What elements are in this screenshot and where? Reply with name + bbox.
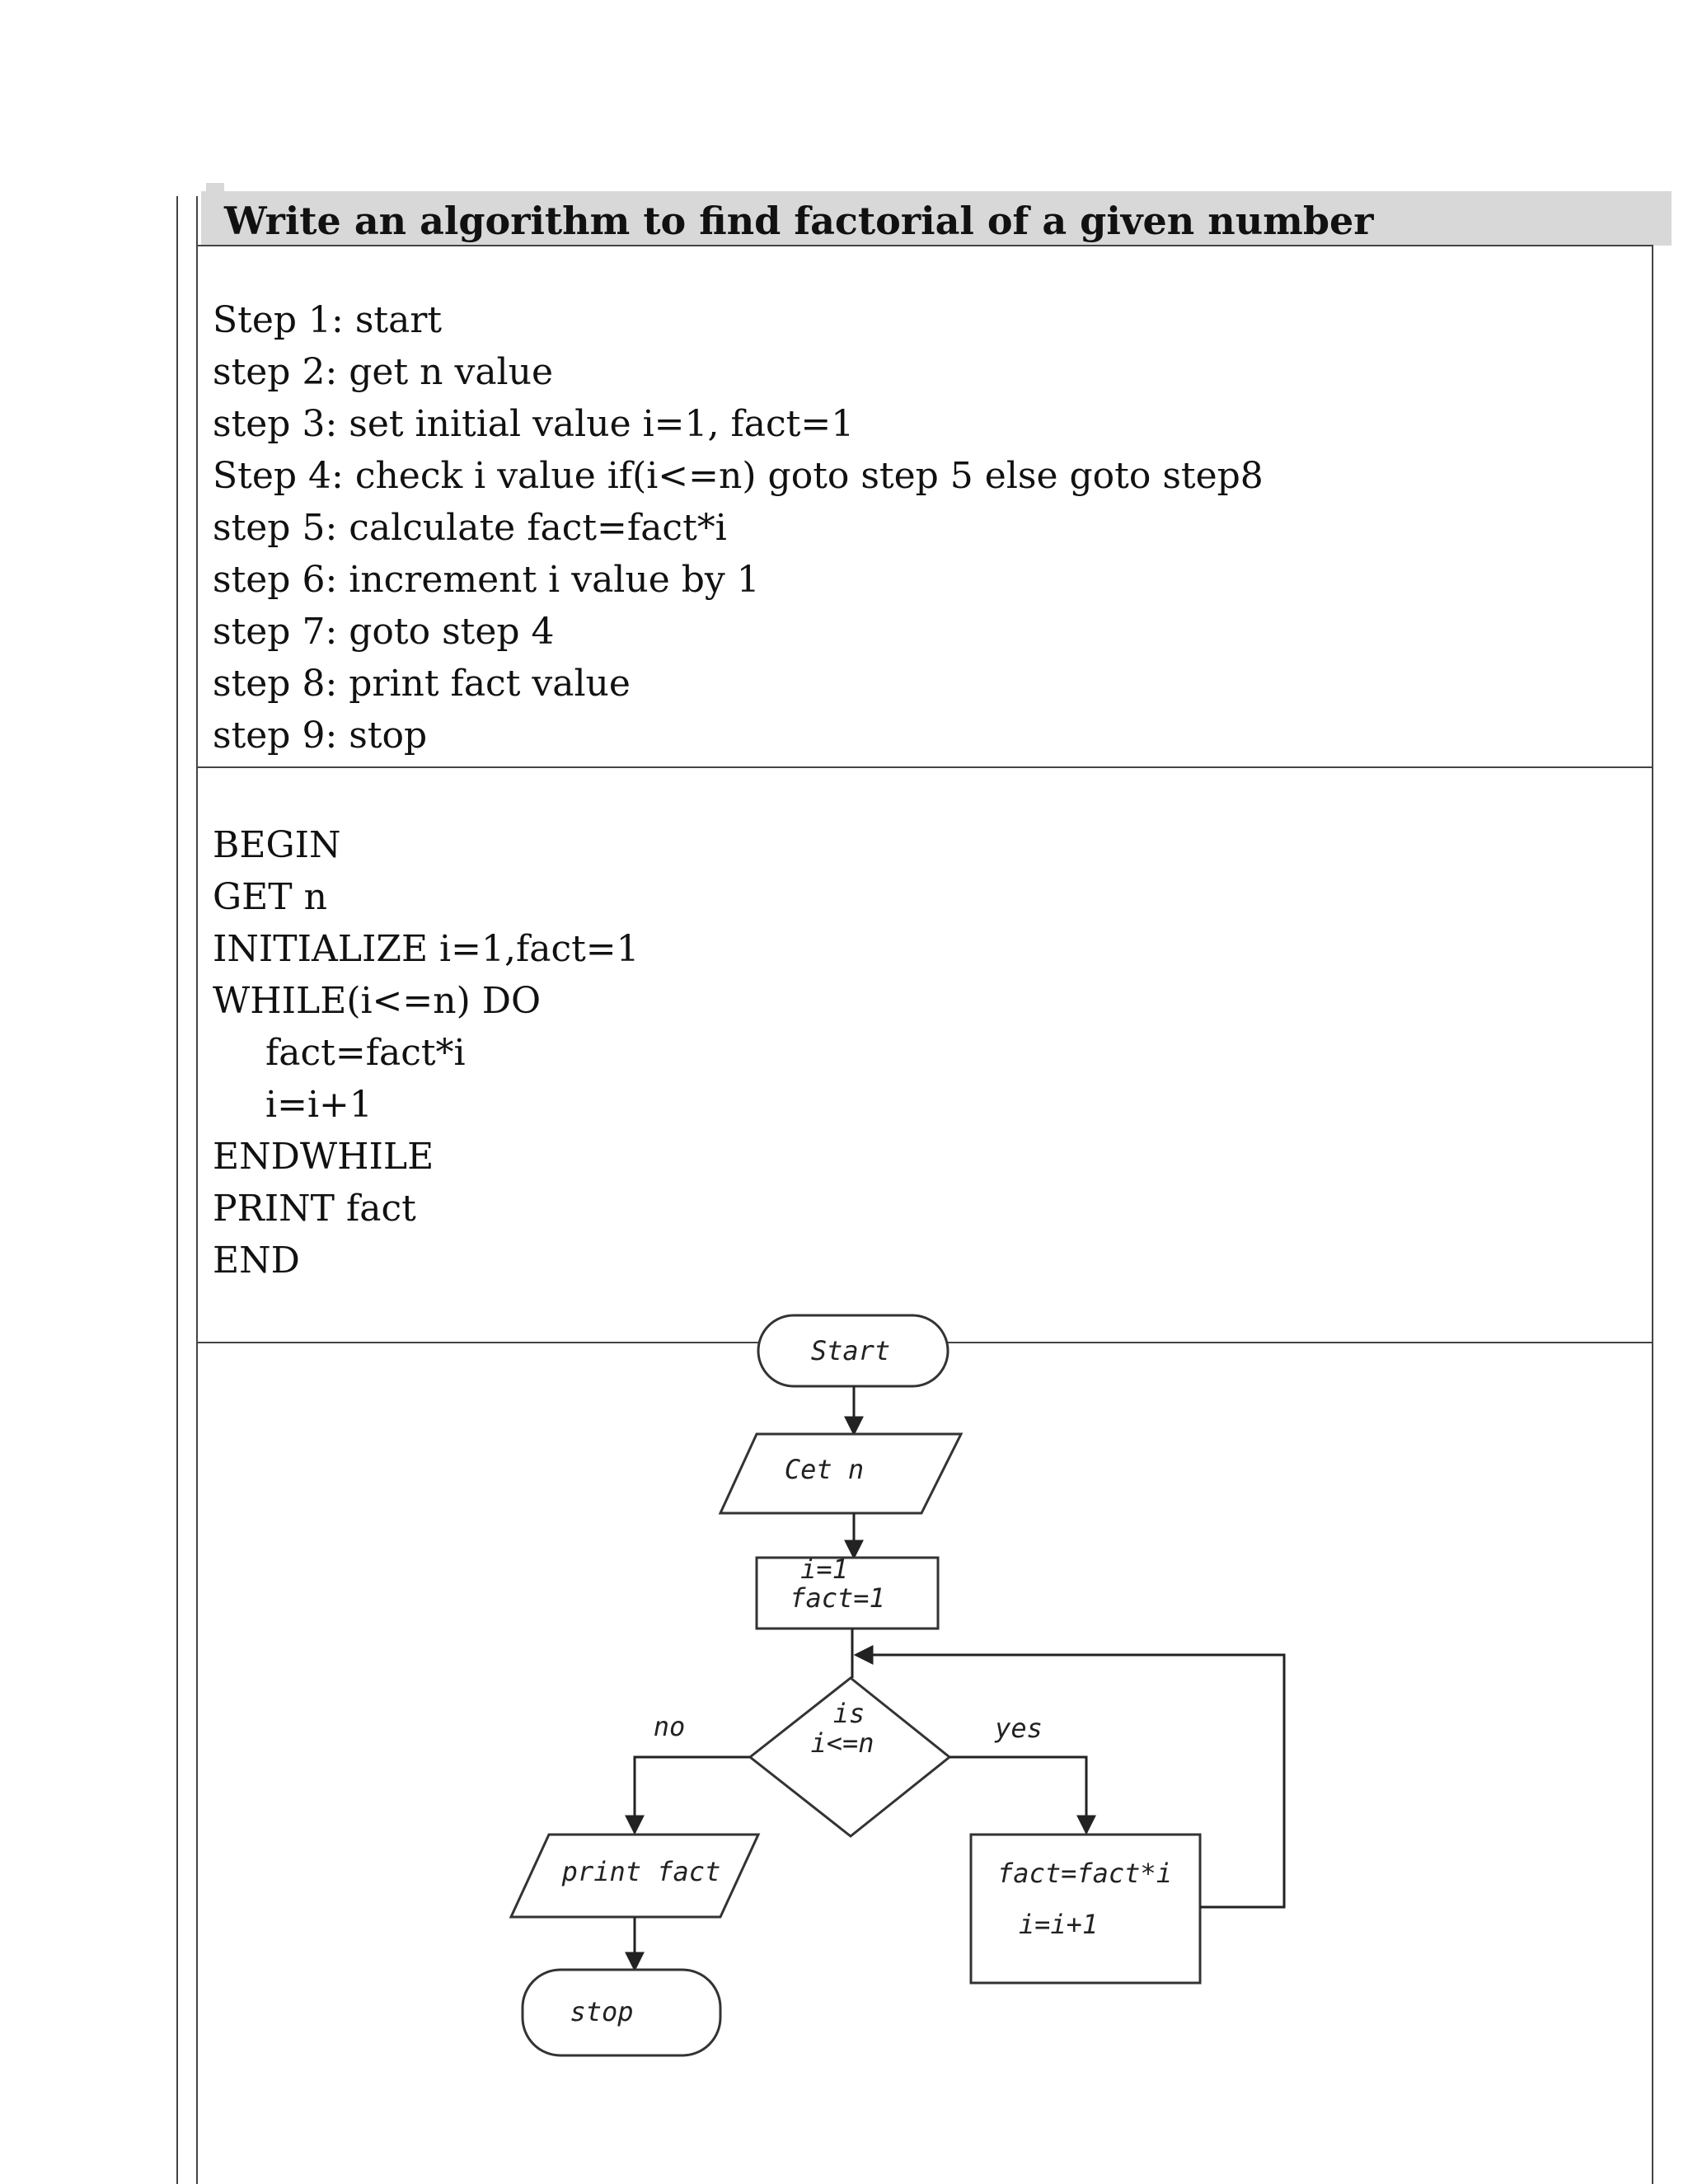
init-label-i: i=1 <box>800 1554 848 1585</box>
loop-label-fact: fact=fact*i <box>997 1858 1172 1889</box>
yes-branch-connector <box>950 1755 1096 1835</box>
input-label: Cet n <box>785 1454 864 1485</box>
init-label-fact: fact=1 <box>790 1582 885 1614</box>
algorithm-steps: Step 1: start step 2: get n value step 3… <box>213 294 1264 762</box>
algorithm-step: Step 4: check i value if(i<=n) goto step… <box>213 455 1264 497</box>
algorithm-step: step 2: get n value <box>213 351 553 393</box>
pseudocode-line: END <box>213 1240 300 1282</box>
algorithm-step: step 8: print fact value <box>213 663 631 705</box>
init-process-box <box>755 1556 940 1630</box>
left-margin-line-outer <box>176 196 178 2184</box>
algorithm-step: step 7: goto step 4 <box>213 611 555 653</box>
page-title: Write an algorithm to find factorial of … <box>224 199 1374 243</box>
algorithm-step: step 9: stop <box>213 715 428 757</box>
loop-back-connector <box>853 1645 1286 1909</box>
algorithm-step: step 3: set initial value i=1, fact=1 <box>213 403 855 445</box>
algorithm-step: Step 1: start <box>213 299 443 341</box>
no-branch-label: no <box>654 1711 686 1742</box>
algorithm-step: step 6: increment i value by 1 <box>213 559 760 601</box>
pseudocode-line: ENDWHILE <box>213 1136 434 1178</box>
pseudocode-line: WHILE(i<=n) DO <box>213 980 542 1022</box>
decision-diamond <box>748 1676 952 1838</box>
no-branch-connector <box>625 1755 750 1835</box>
stop-label: stop <box>570 1996 633 2027</box>
left-margin-line-inner <box>196 196 198 2184</box>
pseudocode-line: INITIALIZE i=1,fact=1 <box>213 928 640 970</box>
pseudocode-line: BEGIN <box>213 824 341 866</box>
decision-label-condition: i<=n <box>810 1727 874 1759</box>
title-bottom-border <box>196 245 1653 246</box>
pseudocode-line: fact=fact*i <box>265 1032 466 1074</box>
pseudocode-line: GET n <box>213 876 327 918</box>
pseudocode-line: i=i+1 <box>265 1084 373 1126</box>
decision-label-is: is <box>833 1698 865 1729</box>
start-label: Start <box>811 1335 890 1366</box>
input-parallelogram <box>718 1432 964 1515</box>
algorithm-bottom-border <box>196 766 1653 768</box>
pseudocode-block: BEGIN GET n INITIALIZE i=1,fact=1 WHILE(… <box>213 819 640 1286</box>
title-row-background <box>201 191 1672 246</box>
loop-label-increment: i=i+1 <box>1019 1909 1098 1940</box>
loop-process-box <box>969 1833 1202 1985</box>
print-parallelogram <box>509 1833 761 1919</box>
print-label: print fact <box>561 1856 721 1887</box>
right-table-border <box>1652 191 1653 2184</box>
algorithm-step: step 5: calculate fact=fact*i <box>213 507 727 549</box>
stop-terminal <box>521 1968 722 2057</box>
yes-branch-label: yes <box>994 1713 1043 1744</box>
pseudocode-line: PRINT fact <box>213 1188 416 1230</box>
